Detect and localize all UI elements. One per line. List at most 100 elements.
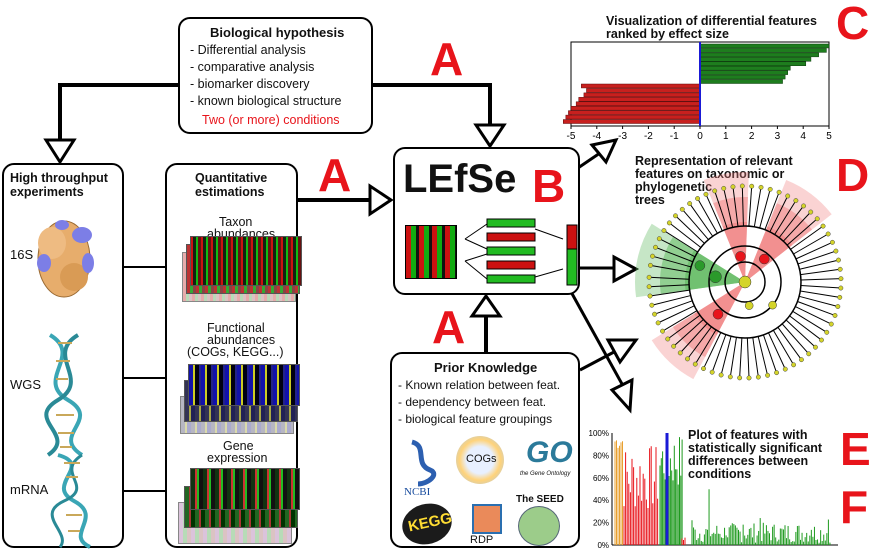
panel-e-title: differences between <box>688 454 809 468</box>
functional-heatmap <box>188 364 300 406</box>
functional-label: Functional <box>207 321 265 335</box>
tree-leaf <box>673 213 678 219</box>
tree-branch <box>781 323 810 355</box>
y-tick-label: 0% <box>597 541 609 550</box>
quant-title: estimations <box>195 185 265 199</box>
tree-leaf <box>791 362 797 368</box>
tree-leaf <box>650 253 655 259</box>
quant-title: Quantitative <box>195 171 268 185</box>
tree-leaf <box>701 366 706 372</box>
tree-branch <box>748 186 753 227</box>
tree-leaf <box>746 375 752 381</box>
tree-branch <box>649 276 690 280</box>
tree-leaf <box>695 196 701 201</box>
tree-branch <box>687 326 712 360</box>
cogs-logo-icon <box>456 436 504 484</box>
tree-branch <box>799 295 838 308</box>
prior-item: - biological feature groupings <box>398 412 553 426</box>
panel-d-title: trees <box>635 193 665 207</box>
label-e: E <box>840 423 871 475</box>
tree-leaf <box>785 193 791 199</box>
tree-leaf <box>679 206 685 212</box>
x-tick-label: 4 <box>800 131 806 142</box>
tree-leaf <box>712 188 718 194</box>
lefse-title: LEfSe <box>403 157 517 201</box>
tree-leaf <box>692 361 698 367</box>
tree-leaf <box>808 209 814 215</box>
taxon-label: Taxon <box>219 215 253 229</box>
tree-leaf <box>721 185 727 191</box>
tree-leaf <box>685 356 690 362</box>
tree-branch <box>778 205 804 238</box>
seed-logo-icon <box>518 506 560 546</box>
tree-leaf <box>671 343 677 349</box>
tree-branch <box>673 319 704 347</box>
experiments-box: High throughput experiments 16S WGS mRNA <box>2 163 124 549</box>
prior-item: - dependency between feat. <box>398 395 547 409</box>
tree-leaf <box>703 191 709 197</box>
tree-branch <box>705 194 723 232</box>
tree-leaf <box>656 236 662 242</box>
tree-leaf <box>767 186 773 192</box>
tree-leaf <box>646 274 652 280</box>
go-logo-text: GO <box>526 436 573 469</box>
tree-leaf <box>730 184 736 190</box>
label-wgs: WGS <box>10 377 42 392</box>
tree-leaf <box>837 266 843 272</box>
tree-leaf <box>838 285 844 291</box>
tree-leaf <box>727 374 733 380</box>
experiments-title: High throughput <box>10 171 108 185</box>
tree-leaf <box>661 228 667 234</box>
x-tick-label: -4 <box>592 131 601 142</box>
conditions-label: Two (or more) conditions <box>202 113 340 127</box>
prior-item: - Known relation between feat. <box>398 378 561 392</box>
label-f: F <box>840 481 869 533</box>
tree-branch <box>752 337 759 378</box>
tree-leaf <box>739 183 745 189</box>
hypothesis-item: - comparative analysis <box>190 60 315 74</box>
tree-leaf <box>655 320 661 326</box>
tree-branch <box>651 295 691 306</box>
label-a-bottom: A <box>432 301 466 353</box>
tree-branch <box>795 306 832 325</box>
tree-node <box>738 275 752 289</box>
x-tick-label: -3 <box>618 131 627 142</box>
tree-branch <box>659 238 696 258</box>
tree-leaf <box>833 248 839 254</box>
x-tick-label: 0 <box>697 131 703 142</box>
tree-leaf <box>649 302 655 308</box>
tree-branch <box>657 305 695 324</box>
tree-node <box>735 251 746 262</box>
x-tick-label: 3 <box>775 131 781 142</box>
label-a-top: A <box>430 33 464 85</box>
tree-ring <box>708 245 782 319</box>
tree-leaf <box>806 351 812 357</box>
tree-leaf <box>677 350 683 356</box>
tree-branch <box>650 264 690 273</box>
tree-branch <box>663 230 698 253</box>
ncbi-logo-icon <box>411 439 437 487</box>
hypothesis-item: - Differential analysis <box>190 43 306 57</box>
panel-e-title: statistically significant <box>688 441 823 455</box>
tree-branch <box>789 315 822 341</box>
tree-branch <box>667 314 701 340</box>
panel-d-title: features on taxonomic or <box>635 167 785 181</box>
tree-leaf <box>832 313 838 318</box>
hypothesis-title: Biological hypothesis <box>210 25 345 40</box>
gene-heatmap <box>190 468 300 510</box>
lefse-pipeline-icon <box>464 218 578 286</box>
tree-leaf <box>666 220 672 226</box>
tree-branch <box>782 211 812 242</box>
tree-branch <box>746 337 750 378</box>
tree-node <box>768 300 777 310</box>
tree-branch <box>681 209 709 240</box>
tree-branch <box>759 189 771 229</box>
tree-leaf <box>647 293 653 299</box>
label-d: D <box>836 149 870 201</box>
tree-leaf <box>687 201 693 207</box>
x-tick-label: -2 <box>644 131 653 142</box>
tree-branch <box>654 300 693 315</box>
tree-leaf <box>648 262 653 268</box>
panel-d-title: phylogenetic <box>635 180 713 194</box>
